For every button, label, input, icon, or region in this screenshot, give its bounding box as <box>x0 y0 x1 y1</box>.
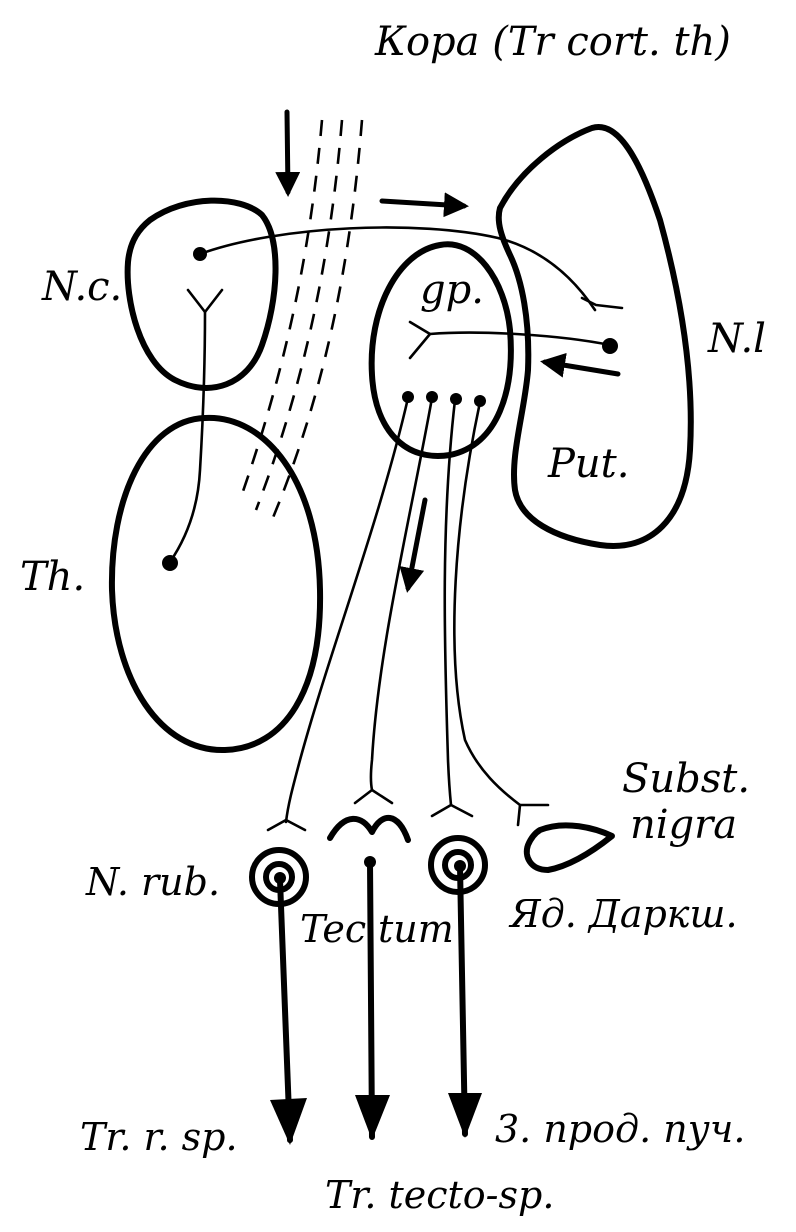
arrow-to-putamen <box>379 192 469 218</box>
fiber-gp-fork <box>408 320 432 360</box>
fiber-caudate-fork <box>186 288 224 314</box>
neuron-gp-1 <box>402 391 414 403</box>
cortical-tract-dashed-1 <box>238 119 324 501</box>
gp-label: gp. <box>420 267 484 313</box>
ending-tectum <box>353 788 394 805</box>
tec-label: Tec <box>300 907 366 951</box>
cortical-tract-dashed-3 <box>270 119 364 521</box>
substantia-nigra-outline <box>523 822 615 873</box>
fiber-gp-rubrum <box>284 396 410 824</box>
tract-rubrospinal-head <box>270 1098 307 1145</box>
tectum-wave <box>327 814 411 843</box>
darksh-label: Яд. Даркш. <box>508 892 738 936</box>
tract-tectospinal <box>367 859 375 1140</box>
nl-label: N.l <box>707 316 766 362</box>
nc-label: N.c. <box>41 264 122 310</box>
ending-nigra <box>516 803 550 827</box>
tract-darksch <box>457 863 468 1137</box>
neuron-gp-3 <box>450 393 462 405</box>
thalamus-outline <box>108 414 324 754</box>
cortical-tract-dashed-2 <box>254 119 344 511</box>
nigra-label: nigra <box>630 802 737 848</box>
putamen-outline <box>495 124 694 549</box>
tract-darksch-head <box>448 1093 482 1138</box>
neuron-putamen <box>602 338 618 354</box>
arrow-from-putamen <box>540 352 621 378</box>
tract-rubrospinal <box>277 877 293 1143</box>
fiber-gp-nigra <box>453 400 522 807</box>
ending-darksch <box>430 803 474 818</box>
subst-label: Subst. <box>622 756 750 802</box>
neuron-gp-4 <box>474 395 486 407</box>
nrub-label: N. rub. <box>85 860 220 904</box>
tecto-label: Tr. tecto-sp. <box>325 1173 554 1217</box>
nucleus-caudatus-outline <box>124 197 279 391</box>
neuron-caudate <box>193 247 207 261</box>
fiber-caudate-putamen <box>198 226 597 312</box>
fiber-caudate-thalamus <box>168 310 207 564</box>
trrsp-label: Tr. r. sp. <box>80 1115 238 1159</box>
tum-label: tum <box>378 907 454 951</box>
arrow-gp-down <box>399 497 428 593</box>
neuron-gp-2 <box>426 391 438 403</box>
title-label: Кора (Tr cort. th) <box>374 19 731 65</box>
th-label: Th. <box>20 554 85 600</box>
prod-label: 3. прод. пуч. <box>495 1107 746 1151</box>
tract-tectospinal-head <box>355 1095 390 1140</box>
put-label: Put. <box>547 441 629 487</box>
ending-rubrum <box>266 818 307 832</box>
fiber-gp-tectum <box>369 396 434 792</box>
fiber-gp-darksch <box>443 398 457 807</box>
neuron-thalamus <box>162 555 178 571</box>
fiber-putamen-gp <box>428 331 612 347</box>
fiber-caudate-putamen-ending <box>580 296 624 310</box>
arrow-cortex-down <box>275 109 301 197</box>
